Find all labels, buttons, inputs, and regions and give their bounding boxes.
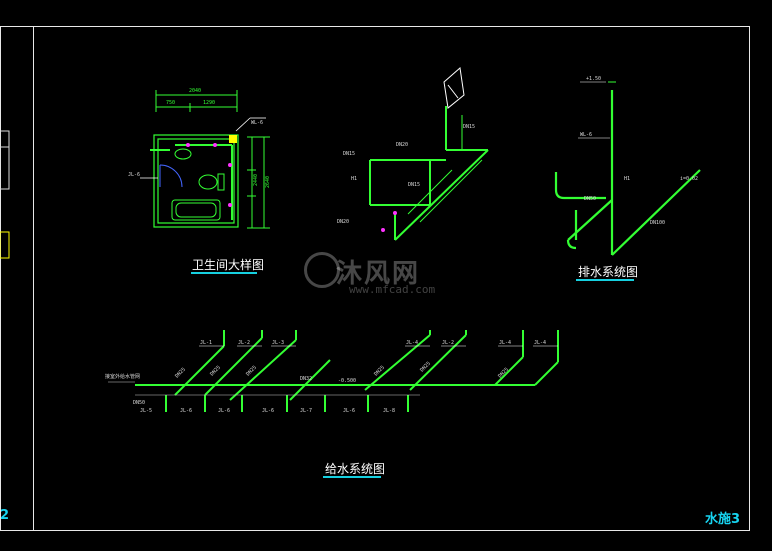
svg-text:2440: 2440 [253,174,259,186]
riser-tag-bottom: JL-6 [343,408,355,414]
svg-text:DN50: DN50 [584,196,596,202]
svg-text:DN100: DN100 [650,220,665,226]
svg-text:DN15: DN15 [408,182,420,188]
riser-tag-bottom: JL-6 [180,408,192,414]
watermark-logo-icon [304,252,340,288]
svg-text:DN25: DN25 [373,365,386,378]
riser-tag-bottom: JL-6 [262,408,274,414]
sheet-number: 水施3 [705,512,741,527]
riser-marker [229,135,237,143]
riser-tag-bottom: JL-7 [300,408,312,414]
riser-tag-top: JL-4 [534,340,546,346]
water-supply-diagram [135,330,559,412]
bathroom-detail-plan: 2040 750 1290 2440 2640 [128,88,271,229]
bath-jl-tag: JL-6 [128,172,140,178]
riser-tag-top: JL-4 [406,340,418,346]
riser-tags-top: JL-1 JL-2 JL-3 JL-4 JL-2 JL-4 JL-4 [199,340,558,347]
bath-wl-tag: WL-6 [251,120,263,126]
riser-tag-top: JL-3 [272,340,284,346]
bathroom-title-underline [191,272,257,274]
left-sheet-fragment [0,130,10,259]
svg-text:1290: 1290 [203,100,215,106]
svg-text:2040: 2040 [189,88,201,94]
svg-text:i=0.02: i=0.02 [680,176,698,182]
watermark-name: 沐风网 [336,259,421,289]
riser-tag-bottom: JL-6 [218,408,230,414]
riser-tag-top: JL-4 [499,340,511,346]
riser-tag-bottom: JL-5 [140,408,152,414]
iso-tag: H1 [351,176,357,182]
supply-system-title: 给水系统图 [325,462,386,476]
svg-text:750: 750 [166,100,175,106]
svg-text:DN50: DN50 [133,400,145,406]
watermark-url: www.mfcad.com [349,283,436,296]
drain-system-title: 排水系统图 [578,265,639,279]
iso-fittings [381,211,397,232]
svg-text:DN15: DN15 [463,124,475,130]
prev-sheet-number: 2 [0,508,10,523]
iso-labels: DN15 DN20 H1 DN20 DN15 DN15 [337,124,475,225]
riser-tag-bottom: JL-8 [383,408,395,414]
svg-text:2640: 2640 [265,176,271,188]
riser-tag-top: JL-1 [200,340,212,346]
supply-thin-lines [108,381,420,396]
drainage-system-diagram [554,81,701,256]
svg-text:H1: H1 [624,176,630,182]
riser-tags-bottom: JL-5 JL-6 JL-6 JL-6 JL-7 JL-6 JL-8 [140,408,395,414]
pipe-elevation: -0.500 [338,378,356,384]
bath-dimensions [155,90,270,229]
svg-text:DN20: DN20 [337,219,349,225]
main-pipe-label: 接室外给水管网 [105,373,140,380]
drain-wl-tag: WL-6 [580,132,592,138]
supply-title-underline [323,476,381,478]
sheet-frame [0,26,750,531]
svg-text:DN25: DN25 [174,367,187,380]
riser-tag-top: JL-2 [442,340,454,346]
bathroom-iso-diagram [369,67,489,241]
svg-text:DN25: DN25 [209,365,222,378]
drainage-labels: +1.50 WL-6 DN50 H1 i=0.02 DN100 [578,76,698,226]
svg-text:DN15: DN15 [343,151,355,157]
svg-text:+1.50: +1.50 [586,76,601,82]
riser-tag-top: JL-2 [238,340,250,346]
drain-title-underline [576,279,634,281]
svg-text:DN32: DN32 [300,376,312,382]
bathroom-detail-title: 卫生间大样图 [192,258,265,272]
svg-text:DN20: DN20 [396,142,408,148]
